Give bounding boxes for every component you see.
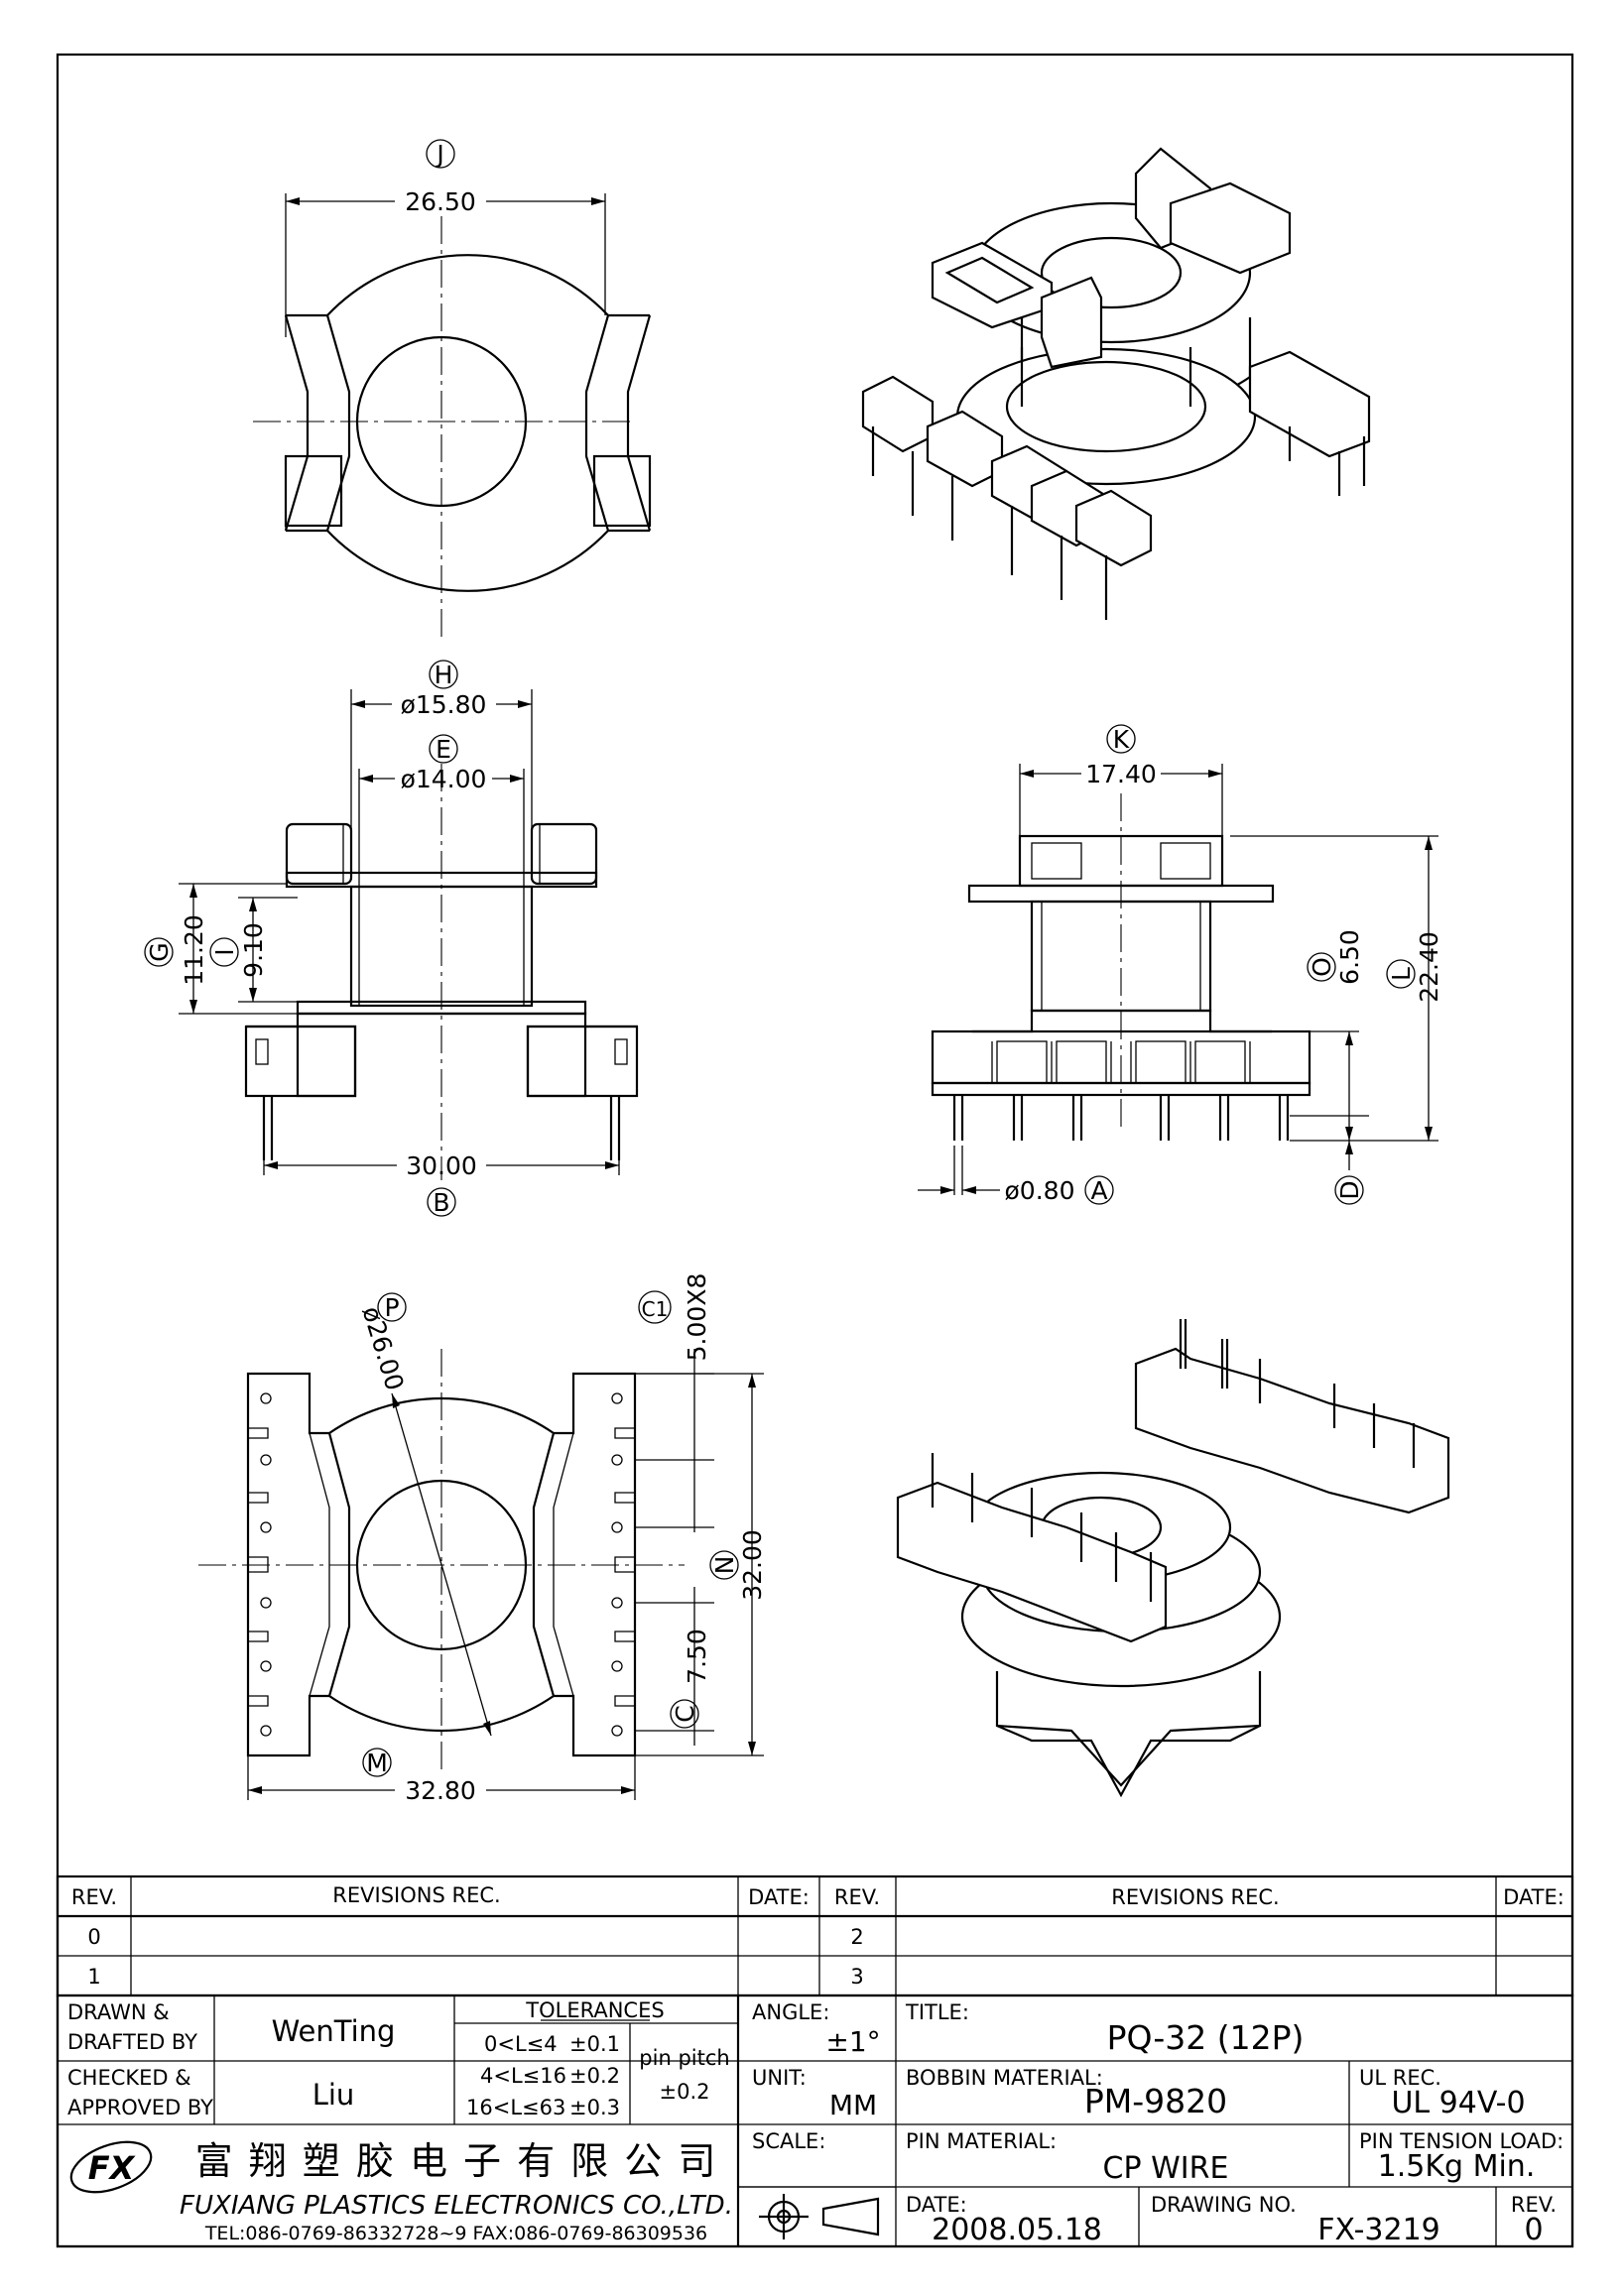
pin-pitch-tolerance: ±0.2 <box>660 2080 710 2104</box>
dim-e-letter: E <box>436 735 451 764</box>
date-header-left: DATE: <box>748 1885 810 1909</box>
company-contact: TEL:086-0769-86332728~9 FAX:086-0769-863… <box>204 2223 707 2244</box>
drawn-by-value: WenTing <box>272 2014 396 2048</box>
dim-m-letter: M <box>366 1749 388 1777</box>
company-name-en: FUXIANG PLASTICS ELECTRONICS CO.,LTD. <box>180 2191 733 2221</box>
revisions-header-left: REVISIONS REC. <box>332 1883 500 1907</box>
dim-k-letter: K <box>1113 725 1130 754</box>
tolerances-label: TOLERANCES <box>525 1998 664 2022</box>
dim-a-letter: A <box>1090 1176 1107 1205</box>
title-block: DRAWN & DRAFTED BY WenTing CHECKED & APP… <box>56 1994 1574 2248</box>
pin-material-label: PIN MATERIAL: <box>906 2129 1057 2153</box>
dim-l-letter: L <box>1387 967 1416 981</box>
company-name-cn: 富 翔 塑 胶 电 子 有 限 公 司 <box>195 2139 718 2183</box>
drawing-no-value: FX-3219 <box>1317 2213 1440 2247</box>
dim-b-value: 30.00 <box>406 1151 477 1180</box>
company-block: FX 富 翔 塑 胶 电 子 有 限 公 司 FUXIANG PLASTICS … <box>69 2139 733 2244</box>
dim-c-value: 7.50 <box>683 1629 711 1684</box>
checked-label-1: CHECKED & <box>67 2066 191 2090</box>
tol-range-2: 16<L≤63 <box>466 2096 565 2119</box>
pin-pitch-label: pin pitch <box>639 2046 729 2070</box>
dim-p-letter: P <box>384 1293 399 1322</box>
dim-e-value: ø14.00 <box>401 765 487 793</box>
dim-b-letter: B <box>433 1188 449 1217</box>
unit-label: UNIT: <box>752 2066 807 2090</box>
rev-row-0: 0 <box>87 1925 100 1949</box>
pin-tension-value: 1.5Kg Min. <box>1378 2149 1536 2184</box>
rev-row-2: 2 <box>850 1925 863 1949</box>
unit-value: MM <box>829 2089 877 2121</box>
ul-rec-label: UL REC. <box>1359 2066 1441 2090</box>
dim-n-value: 32.00 <box>738 1529 767 1601</box>
rev-header-right: REV. <box>834 1885 880 1909</box>
isometric-view-top <box>861 147 1371 620</box>
front-view: ø15.80 H ø14.00 E 11.20 G 9.10 I <box>144 660 639 1217</box>
company-logo-icon: FX <box>69 2140 153 2194</box>
scale-label: SCALE: <box>752 2129 825 2153</box>
drawn-label-2: DRAFTED BY <box>67 2030 197 2054</box>
checked-by-value: Liu <box>312 2078 355 2112</box>
pin-material-value: CP WIRE <box>1103 2151 1229 2186</box>
angle-label: ANGLE: <box>752 2000 829 2024</box>
title-label: TITLE: <box>905 2000 969 2024</box>
tol-range-0: 0<L≤4 <box>484 2032 558 2056</box>
dim-l-value: 22.40 <box>1415 931 1443 1003</box>
dim-i-letter: I <box>210 948 239 955</box>
rev-value: 0 <box>1524 2213 1543 2247</box>
bottom-view: ø26.00 P 5.00X8 C1 7.50 C 32.00 N 32.8 <box>198 1273 767 1805</box>
dim-c1-letter: C1 <box>642 1297 669 1321</box>
drawn-label-1: DRAWN & <box>67 2000 170 2024</box>
dim-c-letter: C <box>671 1705 699 1722</box>
tol-value-2: ±0.3 <box>569 2096 620 2119</box>
dim-a-value: ø0.80 <box>1005 1176 1075 1205</box>
dim-g-letter: G <box>145 942 174 961</box>
dim-o-value: 6.50 <box>1335 929 1364 985</box>
tol-value-0: ±0.1 <box>569 2032 620 2056</box>
dim-c1-value: 5.00X8 <box>683 1273 711 1362</box>
bobbin-material-value: PM-9820 <box>1084 2082 1227 2120</box>
tol-range-1: 4<L≤16 <box>480 2064 566 2088</box>
drawing-no-label: DRAWING NO. <box>1151 2193 1297 2217</box>
dim-h-value: ø15.80 <box>401 690 487 719</box>
revisions-header-right: REVISIONS REC. <box>1111 1885 1279 1909</box>
date-header-right: DATE: <box>1503 1885 1564 1909</box>
dim-m-value: 32.80 <box>405 1776 476 1805</box>
rev-row-3: 3 <box>850 1965 863 1989</box>
angle-value: ±1° <box>825 2025 880 2058</box>
rev-label: REV. <box>1511 2193 1557 2217</box>
dim-o-letter: O <box>1308 957 1336 977</box>
rev-header-left: REV. <box>71 1885 117 1909</box>
pin-tension-label: PIN TENSION LOAD: <box>1359 2129 1563 2153</box>
ul-rec-value: UL 94V-0 <box>1391 2086 1525 2120</box>
isometric-view-bottom <box>896 1319 1450 1798</box>
dim-n-letter: N <box>710 1556 739 1575</box>
dim-k-value: 17.40 <box>1085 760 1157 788</box>
date-value: 2008.05.18 <box>932 2213 1102 2247</box>
date-label: DATE: <box>906 2193 967 2217</box>
checked-label-2: APPROVED BY <box>67 2096 213 2119</box>
rev-row-1: 1 <box>87 1965 100 1989</box>
dim-j-letter: J <box>435 140 443 169</box>
dim-d-letter: D <box>1335 1180 1364 1199</box>
bobbin-material-label: BOBBIN MATERIAL: <box>906 2066 1103 2090</box>
side-view: 17.40 K 6.50 O 22.40 L ø0.80 A D <box>918 724 1443 1205</box>
title-value: PQ-32 (12P) <box>1107 2018 1305 2057</box>
tol-value-1: ±0.2 <box>569 2064 620 2088</box>
company-logo-text: FX <box>88 2149 136 2187</box>
dim-i-value: 9.10 <box>239 922 268 978</box>
revision-table: REV. REVISIONS REC. DATE: REV. REVISIONS… <box>56 1874 1574 1997</box>
dim-h-letter: H <box>435 661 453 689</box>
dim-g-value: 11.20 <box>180 914 208 986</box>
projection-symbol-icon <box>759 2194 880 2239</box>
dim-j-value: 26.50 <box>405 187 476 216</box>
top-view: 26.50 J <box>253 139 652 640</box>
